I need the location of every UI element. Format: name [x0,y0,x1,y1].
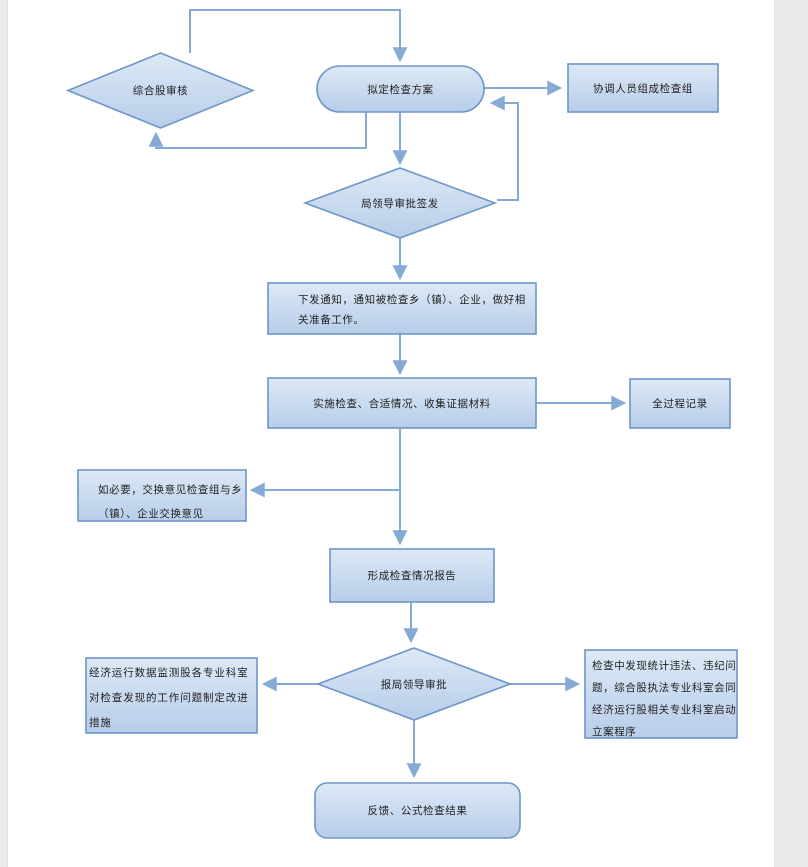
page-gutter-left [0,0,8,867]
roundrect-feedback-shape [314,782,521,839]
node-label-notify: 下发通知，通知被检查乡（镇）、企业，做好相 关准备工作。 [268,283,536,334]
improve-line-3: 措施 [89,717,112,729]
rect-filing-shape [584,649,738,739]
stadium-draft-plan-shape [316,65,485,113]
filing-line-2: 题，综合股执法专业科室会同 [592,682,737,694]
filing-line-1: 检查中发现统计违法、违纪问 [592,660,737,672]
rect-record-shape [629,378,731,429]
edge-review-to-draftplan [189,9,408,63]
notify-line-2: 关准备工作。 [298,314,365,326]
node-label-improve: 经济运行数据监测股各专业科室 对检查发现的工作问题制定改进 措施 [86,658,257,733]
rect-report-shape [329,548,495,603]
diamond-leader-sign-shape [302,167,498,239]
node-label-exchange: 如必要，交换意见检查组与乡 （镇）、企业交换意见 [78,470,246,521]
node-label-implement: 实施检查、合适情况、收集证据材料 [313,397,491,410]
filing-line-3: 经济运行股相关专业科室启动 [592,704,737,716]
node-label-form-team: 协调人员组成检查组 [593,82,693,95]
node-label-filing: 检查中发现统计违法、违纪问 题，综合股执法专业科室会同 经济运行股相关专业科室启… [585,650,737,738]
node-label-leader-sign: 局领导审批签发 [361,197,439,210]
rect-form-team-shape [567,63,719,113]
node-label-leader-approve: 报局领导审批 [380,678,448,691]
edge-draftplan-to-review [148,112,367,149]
diamond-leader-approve-shape [315,647,513,721]
node-label-review: 综合股审核 [132,85,189,97]
rect-notify-shape [267,282,537,335]
page-gutter-right [774,0,808,867]
diamond-review-shape [65,52,256,129]
filing-line-4: 立案程序 [592,726,637,738]
rect-exchange-shape [77,469,247,522]
improve-line-1: 经济运行数据监测股各专业科室 [89,667,249,679]
rect-improve-shape [85,657,258,734]
notify-line-1: 下发通知，通知被检查乡（镇）、企业，做好相 [298,294,526,306]
rect-implement-shape [267,377,537,429]
edge-leadersign-to-draftplan [489,95,519,201]
node-label-draft-plan: 拟定检查方案 [367,83,434,96]
exchange-line-1: 如必要，交换意见检查组与乡 [98,484,243,496]
exchange-line-2: （镇）、企业交换意见 [98,508,204,520]
node-label-record: 全过程记录 [652,398,708,410]
node-label-report: 形成检查情况报告 [367,570,457,582]
improve-line-2: 对检查发现的工作问题制定改进 [89,692,249,704]
node-label-feedback: 反馈、公式检查结果 [367,805,468,817]
